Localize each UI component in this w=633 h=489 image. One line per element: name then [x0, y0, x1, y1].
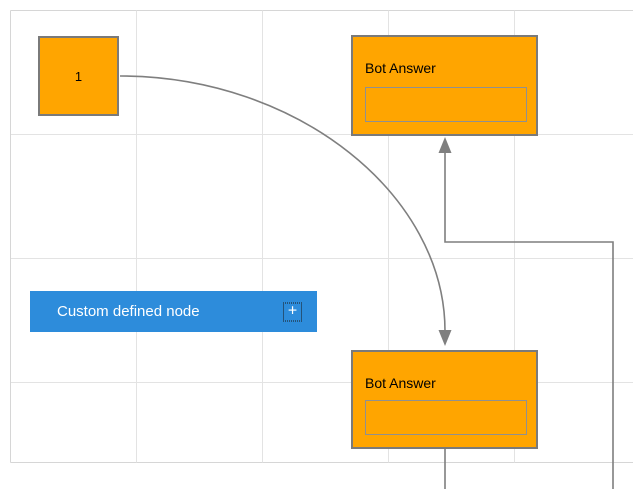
plus-icon: +: [287, 302, 298, 320]
node-source[interactable]: 1: [38, 36, 119, 116]
node-title: Bot Answer: [365, 375, 436, 391]
node-bot-answer-bottom[interactable]: Bot Answer: [351, 350, 538, 449]
node-source-label: 1: [74, 68, 83, 84]
node-bot-answer-top[interactable]: Bot Answer: [351, 35, 538, 136]
node-custom-defined[interactable]: Custom defined node +: [30, 291, 317, 332]
arrowhead-up-icon: [438, 137, 452, 153]
answer-input-box[interactable]: [365, 400, 527, 435]
node-title: Bot Answer: [365, 60, 436, 76]
add-button[interactable]: +: [283, 302, 302, 321]
answer-input-box[interactable]: [365, 87, 527, 122]
connector-orthogonal-to-top-bot[interactable]: [438, 137, 614, 489]
connector-curve-source-to-bottom-bot[interactable]: [119, 75, 452, 346]
arrowhead-down-icon: [438, 330, 452, 346]
custom-node-label: Custom defined node: [57, 303, 200, 320]
